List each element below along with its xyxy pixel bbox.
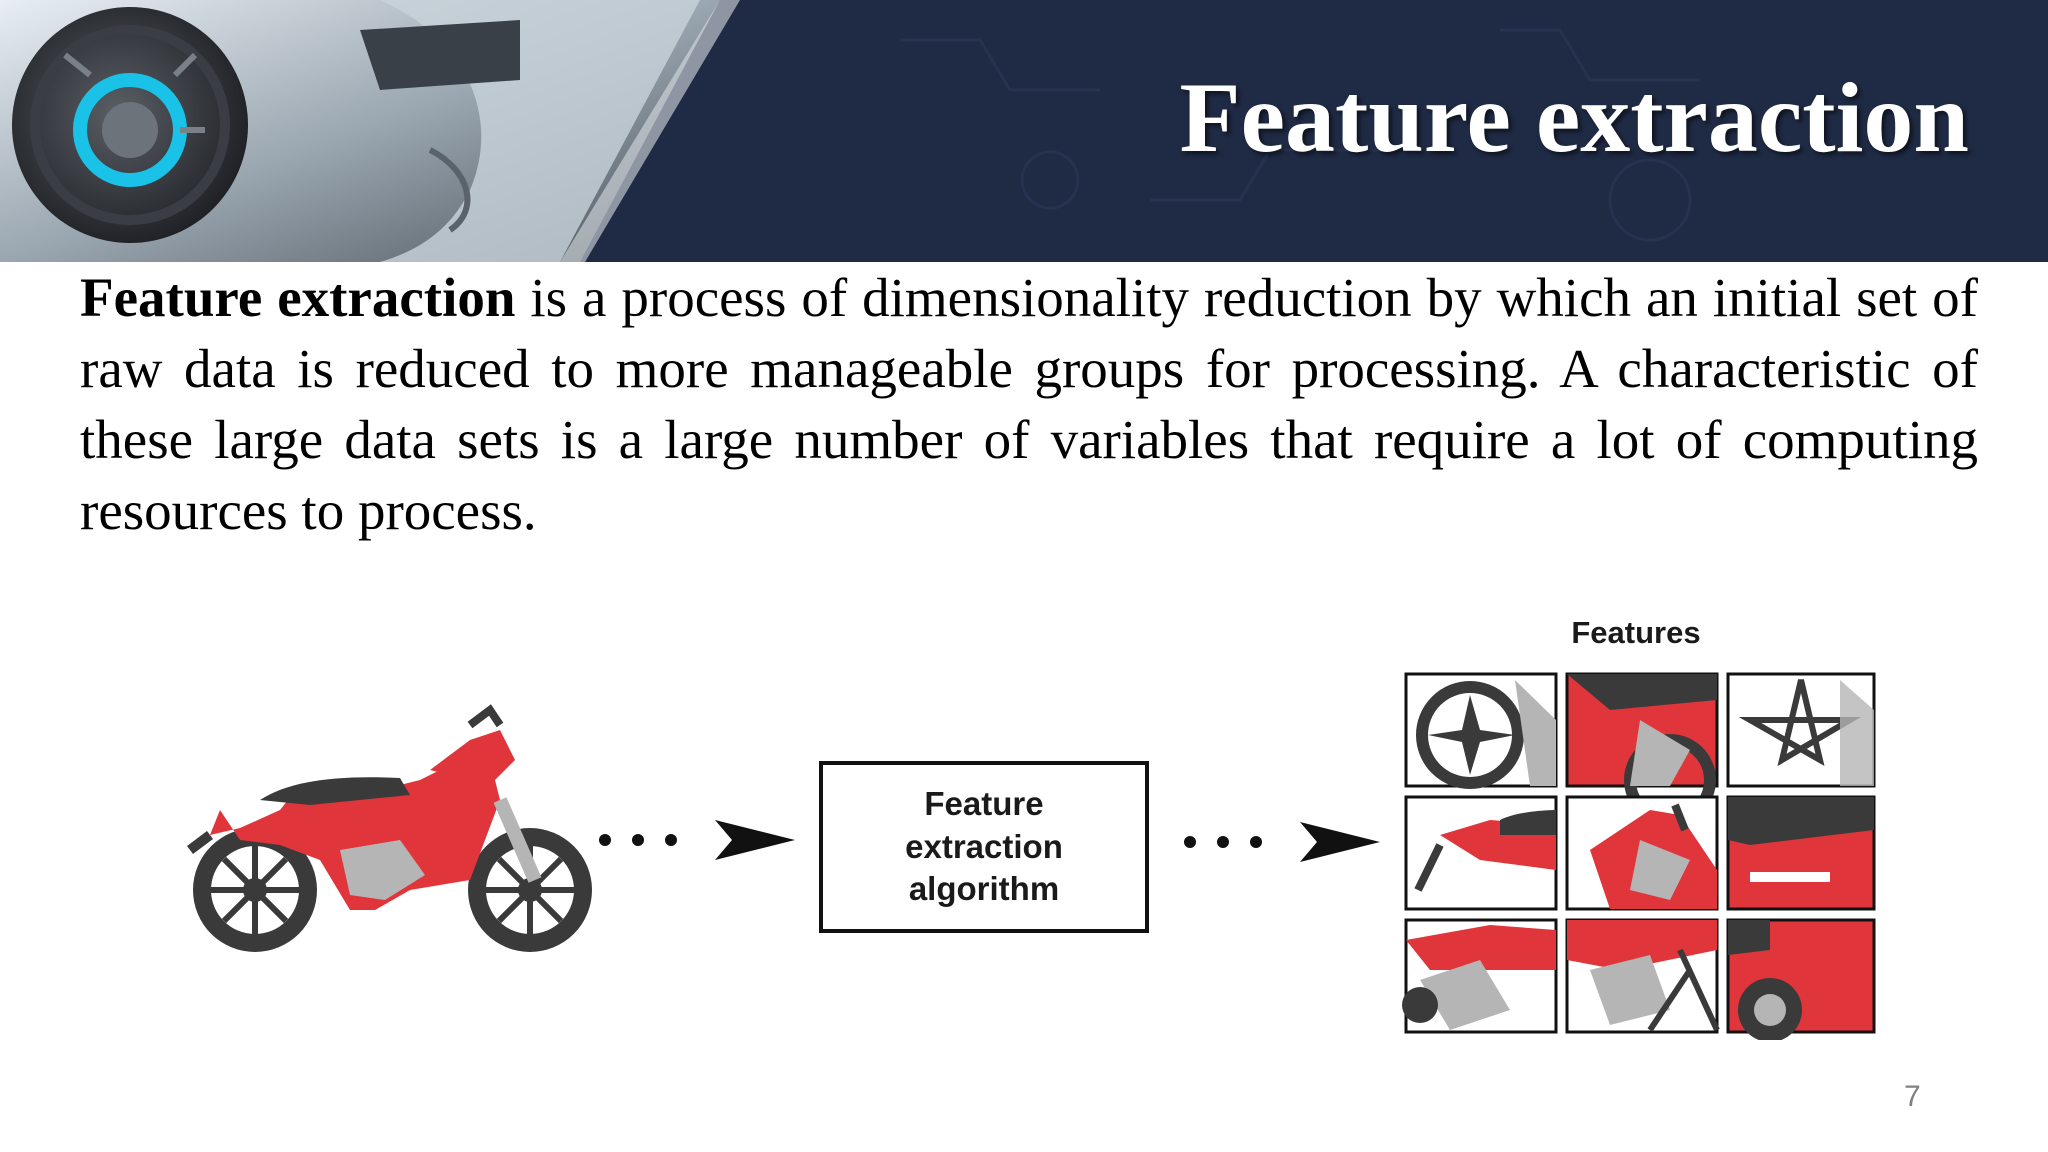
feature-tile-tank	[1565, 672, 1719, 826]
feature-tile-fairing	[1565, 795, 1719, 911]
feature-tile-frame	[1565, 918, 1720, 1034]
feature-tile-panel	[1726, 795, 1876, 911]
box-line-1: Feature	[924, 785, 1043, 822]
body-paragraph: Feature extraction is a process of dimen…	[80, 262, 1978, 546]
feature-tile-tail	[1404, 795, 1558, 911]
body-definition: is a process of dimensionality reduction…	[80, 267, 1978, 541]
algorithm-box: Feature extraction algorithm	[819, 761, 1149, 933]
arrow-to-algorithm	[599, 820, 795, 860]
page-number: 7	[1904, 1080, 1921, 1113]
feature-tile-spokes	[1726, 672, 1876, 788]
body-term: Feature extraction	[80, 267, 516, 328]
banner-graphic	[0, 0, 2048, 262]
feature-tile-front	[1726, 918, 1876, 1040]
slide-title: Feature extraction	[1179, 62, 1969, 173]
features-grid	[1402, 672, 1876, 1040]
header-banner: Feature extraction	[0, 0, 2048, 262]
box-line-2: extraction	[905, 828, 1063, 865]
feature-tile-wheel	[1404, 672, 1558, 789]
feature-tile-engine	[1402, 918, 1558, 1034]
robot-ear-disc-icon	[12, 7, 248, 243]
feature-extraction-diagram: Feature extraction algorithm Features	[170, 610, 1910, 1040]
arrow-to-features	[1184, 822, 1380, 862]
features-label: Features	[1571, 615, 1700, 650]
box-line-3: algorithm	[909, 870, 1059, 907]
motorcycle-icon	[187, 704, 592, 952]
